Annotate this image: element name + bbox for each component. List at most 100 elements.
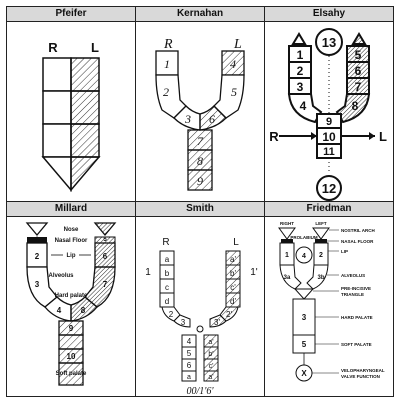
- millard-nose-left: [93, 222, 117, 237]
- kernahan-num-7: 7: [197, 134, 204, 148]
- friedman-triangle-label: TRIANGLE: [341, 292, 364, 297]
- millard-num-3: 3: [35, 280, 40, 289]
- smith-label-c-prime: c': [230, 283, 236, 292]
- smith-formula: 00/1'6': [186, 386, 214, 397]
- smith-label-b: b: [165, 269, 170, 278]
- millard-num-4: 4: [57, 306, 62, 315]
- smith-center-right-label-1: a': [208, 339, 213, 346]
- pfeifer-left-cell-1: [70, 57, 100, 92]
- millard-soft-palate-label: Soft palate: [56, 371, 87, 377]
- pfeifer-right-cell-3: [42, 123, 72, 158]
- kernahan-num-4: 4: [230, 57, 236, 71]
- friedman-nasal-floor-right: [281, 239, 293, 243]
- friedman-num-3a: 3a: [284, 275, 291, 281]
- panel-title: Friedman: [265, 202, 393, 217]
- millard-num-1: 1: [35, 237, 39, 243]
- kernahan-diagram: R L 1 2 3 4 5 6 7 8 9: [155, 37, 245, 191]
- smith-diagram: R L 1 1' a b c d 2 3 a' b': [145, 237, 258, 397]
- millard-num-10: 10: [67, 352, 76, 361]
- elsahy-num-6: 6: [355, 64, 362, 78]
- friedman-num-2: 2: [319, 252, 323, 259]
- elsahy-r-label: R: [269, 129, 279, 144]
- millard-num-2: 2: [35, 252, 40, 261]
- friedman-nasal-floor-label: NASAL FLOOR: [341, 239, 374, 244]
- smith-label-3-prime: 3': [214, 318, 220, 327]
- friedman-alveolus-left: [306, 264, 329, 290]
- elsahy-num-13: 13: [322, 35, 336, 50]
- kernahan-l-label: L: [233, 37, 242, 52]
- pfeifer-right-cell-2: [42, 90, 72, 125]
- smith-1prime-label: 1': [250, 267, 258, 278]
- millard-nasal-floor-right: [27, 237, 47, 243]
- millard-hard-palate-left: [70, 296, 98, 322]
- panel-smith: Smith R L 1 1' a b c d 2 3: [135, 201, 265, 397]
- panel-title: Millard: [7, 202, 135, 217]
- friedman-pre-incisive-label: PRE-INCISIVE: [341, 286, 371, 291]
- elsahy-num-7: 7: [355, 80, 362, 94]
- smith-cell-3: [173, 314, 191, 328]
- smith-center-label-6: 6: [187, 361, 192, 370]
- friedman-prolabium-circle: [295, 246, 313, 264]
- panel-pfeifer: Pfeifer R L: [6, 6, 136, 202]
- pfeifer-point-left: [70, 156, 101, 193]
- smith-label-b-prime: b': [230, 269, 236, 278]
- smith-center-right-label-3: c': [209, 363, 214, 370]
- elsahy-arrow-right: [311, 132, 317, 140]
- elsahy-circle-13: [315, 28, 343, 56]
- friedman-num-3: 3: [302, 313, 307, 322]
- millard-alveolus-right: [26, 266, 58, 308]
- elsahy-num-12: 12: [322, 181, 336, 196]
- millard-stem-2: [58, 334, 84, 350]
- elsahy-num-1: 1: [297, 48, 304, 62]
- panel-friedman: Friedman RIGHT LEFT PROLABIUM: [264, 201, 394, 397]
- panel-title: Pfeifer: [7, 7, 135, 22]
- elsahy-cap-right: [291, 32, 307, 45]
- elsahy-arrow-left: [369, 132, 375, 140]
- smith-center-label-4: 4: [187, 337, 192, 346]
- smith-center-right-label-4: a': [208, 374, 213, 381]
- friedman-hard-palate-label: HARD PALATE: [341, 315, 373, 320]
- elsahy-num-9: 9: [326, 116, 332, 128]
- friedman-nostril-arch-label: NOSTRIL ARCH: [341, 228, 375, 233]
- friedman-nose-right: [278, 227, 296, 240]
- friedman-alveolus-right: [279, 264, 302, 290]
- smith-label-a: a: [165, 255, 170, 264]
- kernahan-num-2: 2: [163, 85, 169, 99]
- millard-num-5: 5: [103, 237, 107, 243]
- friedman-lip-label: LIP: [341, 249, 348, 254]
- kernahan-r-label: R: [163, 37, 173, 52]
- panel-title: Elsahy: [265, 7, 393, 22]
- elsahy-cap-left: [351, 32, 367, 45]
- smith-center-right-d: [203, 370, 219, 382]
- millard-num-8: 8: [81, 306, 86, 315]
- panel-kernahan: Kernahan R L 1 2 3 4 5 6 7 8 9: [135, 6, 265, 202]
- elsahy-num-3: 3: [297, 80, 304, 94]
- millard-alveolus-label: Alveolus: [48, 273, 74, 279]
- friedman-prolabium-label: PROLABIUM: [290, 235, 317, 240]
- friedman-alveolus-label: ALVEOLUS: [341, 273, 365, 278]
- friedman-soft-palate-label: SOFT PALATE: [341, 342, 372, 347]
- elsahy-num-11: 11: [323, 146, 335, 158]
- smith-label-2-prime: 2': [226, 310, 232, 319]
- smith-center-label-5: 5: [187, 349, 192, 358]
- friedman-pre-incisive-triangle: [293, 288, 315, 300]
- millard-lip-label: Lip: [67, 253, 76, 259]
- smith-1-label: 1: [145, 267, 151, 278]
- friedman-right-label: RIGHT: [280, 221, 294, 226]
- millard-diagram: Nose Nasal Floor Lip Alveolus Hard palat…: [25, 222, 117, 386]
- kernahan-segment-6: [199, 105, 227, 131]
- millard-nose-right: [25, 222, 49, 237]
- pfeifer-l-label: L: [91, 40, 99, 55]
- friedman-left-label: LEFT: [315, 221, 326, 226]
- friedman-nose-left: [312, 227, 330, 240]
- kernahan-segment-9: [187, 169, 213, 191]
- kernahan-segment-2: [155, 74, 187, 119]
- elsahy-num-5: 5: [355, 48, 362, 62]
- millard-alveolus-left: [84, 266, 116, 308]
- smith-center-label-a: a: [187, 374, 191, 381]
- smith-r-label: R: [162, 237, 169, 248]
- panel-elsahy: Elsahy 13: [264, 6, 394, 202]
- pfeifer-r-label: R: [48, 40, 58, 55]
- kernahan-segment-5: [213, 74, 245, 119]
- friedman-num-1: 1: [285, 252, 289, 259]
